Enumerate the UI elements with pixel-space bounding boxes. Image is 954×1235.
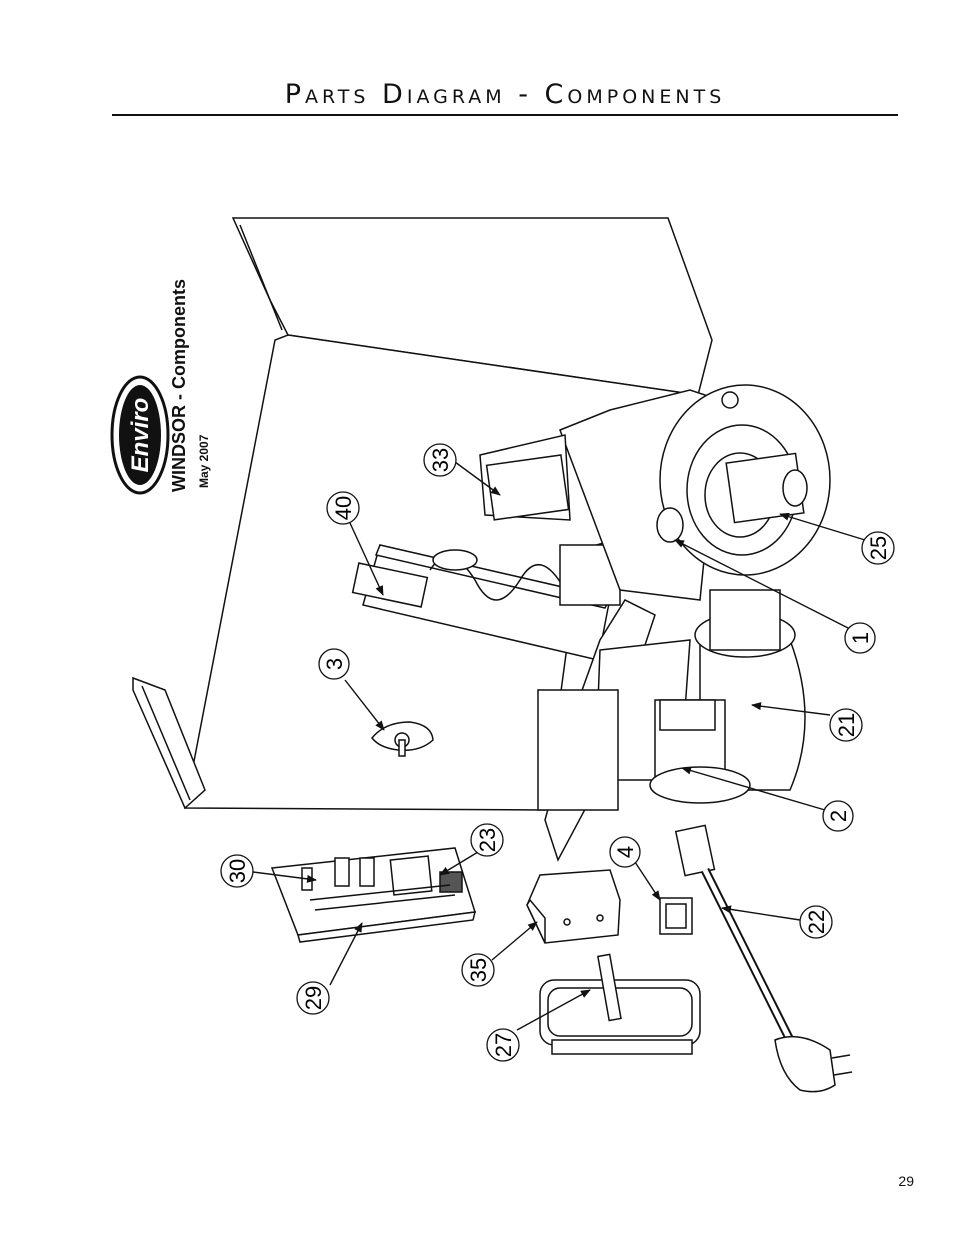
callout-21: 21: [829, 708, 863, 742]
title-rule: [112, 114, 898, 116]
svg-text:27: 27: [491, 1033, 516, 1057]
callout-40: 40: [326, 491, 360, 525]
page-title: Parts Diagram - Components: [284, 79, 726, 110]
callout-29: 29: [296, 981, 330, 1015]
svg-text:30: 30: [225, 859, 250, 883]
brand-block: Enviro WINDSOR - Components May 2007: [110, 279, 211, 495]
snap-disc: [371, 721, 434, 757]
svg-text:22: 22: [804, 910, 829, 934]
callout-4: 4: [609, 836, 641, 868]
callout-35: 35: [461, 953, 495, 987]
svg-text:23: 23: [475, 828, 500, 852]
svg-text:35: 35: [466, 958, 491, 982]
svg-text:40: 40: [331, 496, 356, 520]
svg-text:3: 3: [322, 658, 347, 670]
svg-text:21: 21: [834, 713, 859, 737]
svg-text:33: 33: [428, 448, 453, 472]
enclosure-box: [526, 869, 621, 944]
callout-33: 33: [423, 443, 457, 477]
callout-1: 1: [844, 622, 876, 654]
svg-text:1: 1: [848, 632, 873, 644]
auger-assembly: [351, 544, 612, 661]
combustion-blower: [479, 384, 831, 601]
leader-lines: [252, 461, 866, 1031]
lid-assembly: [539, 953, 701, 1055]
callout-23: 23: [470, 823, 504, 857]
callout-30: 30: [220, 854, 254, 888]
callout-25: 25: [861, 531, 895, 565]
power-cord: [674, 824, 853, 1093]
svg-text:4: 4: [613, 846, 638, 858]
model-title: WINDSOR - Components: [169, 279, 189, 492]
svg-text:2: 2: [826, 810, 851, 822]
model-date: May 2007: [197, 434, 211, 488]
callout-22: 22: [799, 905, 833, 939]
page-number: 29: [898, 1173, 914, 1189]
convection-blower: [649, 589, 806, 804]
callout-2: 2: [822, 800, 854, 832]
svg-text:25: 25: [866, 536, 891, 560]
control-board: [270, 847, 476, 943]
callouts: 1 2 3 4 21 22 23 25: [220, 443, 895, 1062]
svg-text:29: 29: [301, 986, 326, 1010]
rocker-switch: [659, 897, 693, 935]
brand-logo-text: Enviro: [127, 398, 154, 473]
callout-3: 3: [318, 648, 350, 680]
callout-27: 27: [486, 1028, 520, 1062]
